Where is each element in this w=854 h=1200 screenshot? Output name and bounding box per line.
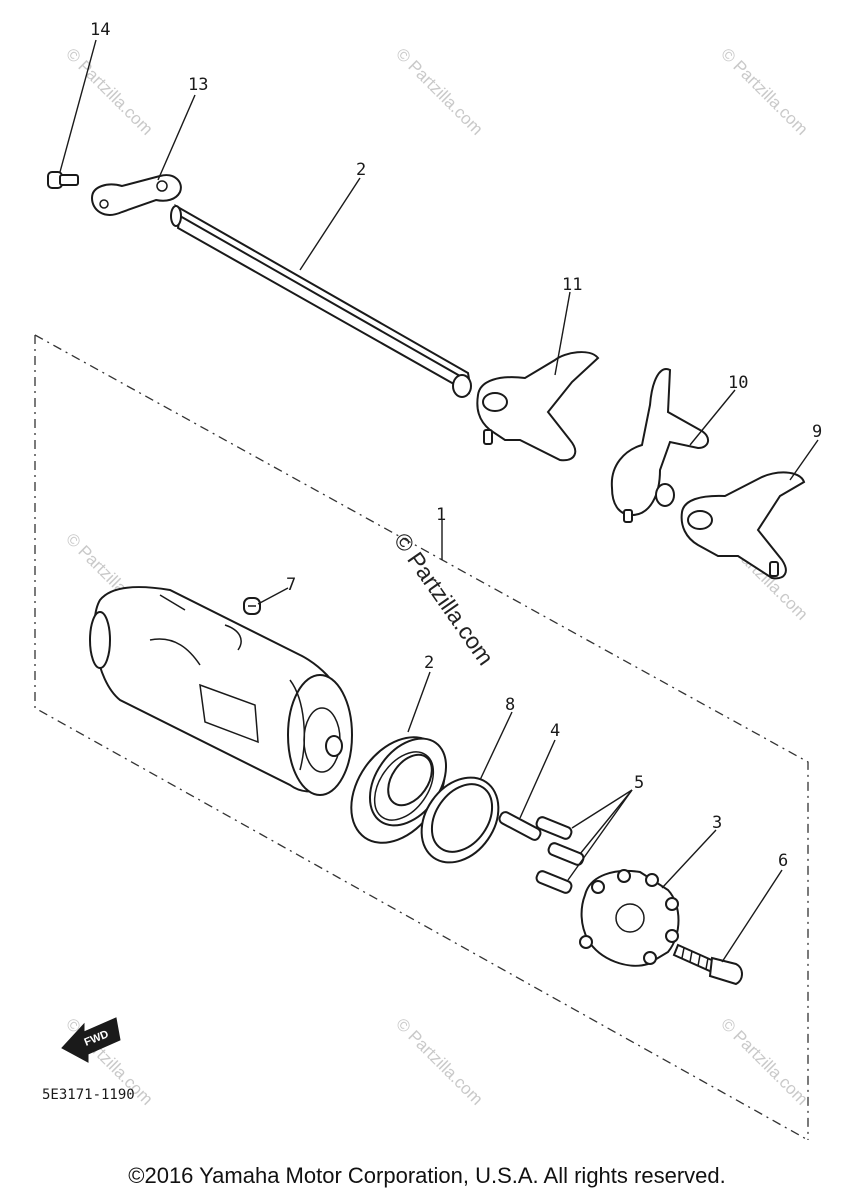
callout-4: 4 xyxy=(550,721,560,741)
copyright-notice: ©2016 Yamaha Motor Corporation, U.S.A. A… xyxy=(128,1163,726,1188)
callout-14: 14 xyxy=(90,20,110,40)
part-11-shift-fork xyxy=(476,351,600,462)
callout-2-bearing: 2 xyxy=(424,653,434,673)
watermark: © Partzilla.com xyxy=(392,44,486,138)
part-4-dowel-pin xyxy=(498,811,542,841)
part-6-bolt xyxy=(672,943,743,986)
callout-7: 7 xyxy=(286,575,296,595)
fwd-arrow-icon: FWD xyxy=(61,1017,121,1063)
callout-5: 5 xyxy=(634,773,644,793)
assembly-boundary xyxy=(34,334,809,1141)
watermark-center: © Partzilla.com xyxy=(389,528,499,670)
callout-8: 8 xyxy=(505,695,515,715)
diagram-part-number: 5E3171-1190 xyxy=(42,1087,135,1103)
part-3-segment xyxy=(579,869,680,967)
leader-lines xyxy=(59,39,819,963)
part-2-bearing xyxy=(350,736,448,844)
part-2-shaft xyxy=(170,203,472,398)
callout-9: 9 xyxy=(812,422,822,442)
watermark: © Partzilla.com xyxy=(717,1014,811,1108)
callout-1: 1 xyxy=(436,505,446,525)
watermark: © Partzilla.com xyxy=(392,1014,486,1108)
watermark: © Partzilla.com xyxy=(62,44,156,138)
callout-11: 11 xyxy=(562,275,582,295)
part-13-plate xyxy=(90,174,182,216)
watermark: © Partzilla.com xyxy=(717,44,811,138)
part-8-circlip xyxy=(420,776,500,864)
callout-13: 13 xyxy=(188,75,208,95)
callout-3: 3 xyxy=(712,813,722,833)
callout-numbers: 14 13 2 11 10 9 1 7 2 8 4 5 3 6 xyxy=(90,20,822,871)
part-9-shift-fork xyxy=(680,471,806,580)
shift-cam-drum xyxy=(89,586,353,796)
part-14-screw xyxy=(47,171,79,189)
callout-2-shaft: 2 xyxy=(356,160,366,180)
callout-10: 10 xyxy=(728,373,748,393)
callout-6: 6 xyxy=(778,851,788,871)
part-7-pin xyxy=(243,597,261,615)
part-10-shift-fork xyxy=(610,368,709,523)
part-5-pins xyxy=(535,816,585,894)
